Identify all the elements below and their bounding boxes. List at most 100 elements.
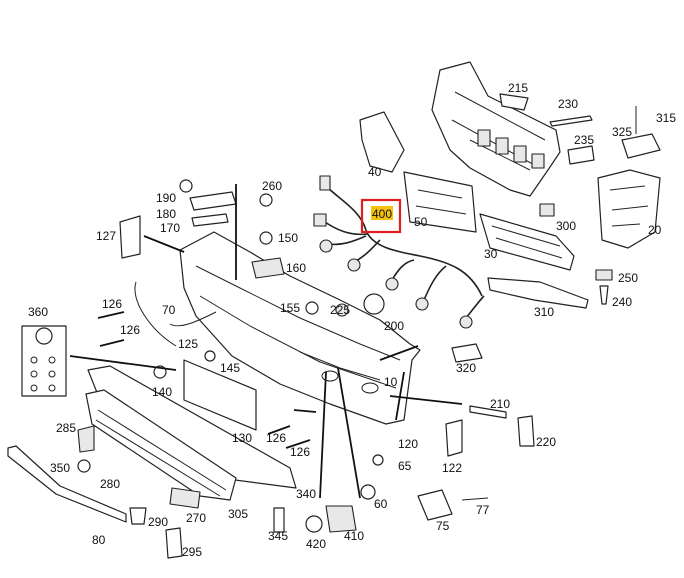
bracket-160 (251, 257, 285, 279)
bracket-180-190 (189, 191, 237, 211)
trim-strip-80 (7, 445, 127, 523)
screw-190 (179, 179, 193, 193)
absorber-30 (479, 213, 575, 271)
label-160: 160 (286, 261, 306, 275)
label-270: 270 (186, 511, 206, 525)
clip-420 (305, 515, 323, 533)
label-150: 150 (278, 231, 298, 245)
label-310: 310 (534, 305, 554, 319)
highlight-frame-400 (360, 198, 402, 234)
label-420: 420 (306, 537, 326, 551)
label-75: 75 (436, 519, 450, 533)
cap-75 (417, 489, 453, 521)
nut-250 (595, 269, 613, 281)
bracket-310 (487, 277, 589, 309)
bracket-40 (359, 111, 405, 173)
label-50: 50 (414, 215, 428, 229)
clip-300 (539, 203, 555, 217)
label-220: 220 (536, 435, 556, 449)
label-126d: 126 (290, 445, 310, 459)
label-210: 210 (490, 397, 510, 411)
label-280: 280 (100, 477, 120, 491)
fastener-kit-360 (21, 325, 67, 397)
grille-270 (169, 487, 201, 509)
leader-lines (69, 184, 463, 499)
label-40: 40 (368, 165, 382, 179)
label-230: 230 (558, 97, 578, 111)
label-300: 300 (556, 219, 576, 233)
clip-235 (567, 145, 595, 165)
clip-290 (129, 507, 147, 525)
label-126a: 126 (102, 297, 122, 311)
label-235: 235 (574, 133, 594, 147)
label-400: 400 (372, 207, 392, 221)
label-30: 30 (484, 247, 498, 261)
clip-65 (372, 454, 384, 466)
label-360: 360 (28, 305, 48, 319)
label-125: 125 (178, 337, 198, 351)
label-240: 240 (612, 295, 632, 309)
label-20: 20 (648, 223, 662, 237)
sensor-200 (363, 293, 385, 315)
label-295: 295 (182, 545, 202, 559)
screw-155 (305, 301, 319, 315)
pin-230 (549, 115, 593, 127)
cover-122 (445, 419, 463, 457)
label-80: 80 (92, 533, 106, 547)
cable-70 (169, 311, 217, 327)
label-170: 170 (160, 221, 180, 235)
bracket-215 (499, 93, 529, 111)
label-126b: 126 (120, 323, 140, 337)
label-127: 127 (96, 229, 116, 243)
label-70: 70 (162, 303, 176, 317)
label-260: 260 (262, 179, 282, 193)
trim-320 (451, 343, 483, 363)
pin-210 (469, 405, 507, 419)
highlight-fill-400 (371, 206, 393, 220)
label-325: 325 (612, 125, 632, 139)
sensor-410 (325, 505, 357, 533)
grille-frame-127 (119, 215, 141, 259)
label-285: 285 (56, 421, 76, 435)
label-10: 10 (384, 375, 398, 389)
label-65: 65 (398, 459, 412, 473)
screw-260 (259, 193, 273, 207)
license-plate-130 (183, 359, 257, 431)
screw-240 (599, 285, 609, 305)
label-340: 340 (296, 487, 316, 501)
wiring-harness-400 (313, 175, 485, 329)
label-180: 180 (156, 207, 176, 221)
label-140: 140 (152, 385, 172, 399)
label-345: 345 (268, 529, 288, 543)
label-77: 77 (476, 503, 490, 517)
bracket-220 (517, 415, 535, 447)
label-410: 410 (344, 529, 364, 543)
screw-150 (259, 231, 273, 245)
label-250: 250 (618, 271, 638, 285)
impact-absorber-bar (431, 61, 661, 249)
bracket-295 (165, 527, 183, 559)
pin-77 (461, 497, 489, 501)
screw-350 (77, 459, 91, 473)
label-130: 130 (232, 431, 252, 445)
callout-labels: 10 20 30 40 50 60 65 70 75 77 80 120 122… (28, 81, 676, 559)
label-145: 145 (220, 361, 240, 375)
label-225: 225 (330, 303, 350, 317)
label-315: 315 (656, 111, 676, 125)
label-120: 120 (398, 437, 418, 451)
label-305: 305 (228, 507, 248, 521)
absorber-50 (403, 171, 477, 233)
clip-145 (204, 350, 216, 362)
label-215: 215 (508, 81, 528, 95)
label-350: 350 (50, 461, 70, 475)
label-200: 200 (384, 319, 404, 333)
bracket-315 (621, 133, 661, 159)
holder-60 (360, 484, 376, 500)
clip-225 (335, 303, 349, 317)
sensor-345 (273, 507, 285, 533)
label-122: 122 (442, 461, 462, 475)
cable-125 (134, 281, 177, 347)
label-190: 190 (156, 191, 176, 205)
